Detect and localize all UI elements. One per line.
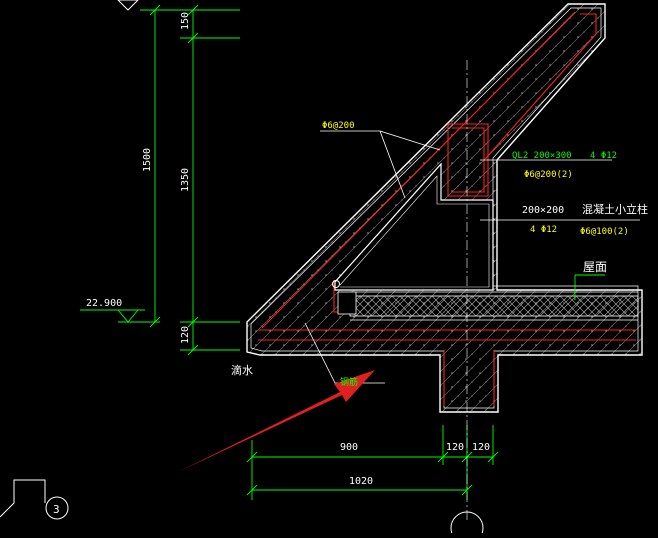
slope-stirrup-label: Φ6@200 (322, 121, 355, 131)
roof-label: 屋面 (583, 260, 607, 274)
beam-name-label: QL2 200×300 (512, 151, 572, 161)
roof-insulation (349, 295, 639, 317)
text-labels: 150 1350 1500 120 22.900 900 120 120 102… (53, 12, 648, 516)
dim-1020: 1020 (349, 476, 373, 487)
drip-hook-detail (332, 280, 357, 315)
rebar-layer (258, 11, 636, 406)
void-under-slope (334, 162, 494, 291)
drip-label: 滴水 (231, 363, 253, 377)
dim-120-right: 120 (472, 442, 490, 453)
void-inner-edge (339, 175, 490, 288)
column-name-label: 混凝土小立柱 (582, 202, 648, 216)
axis-bubble (450, 511, 484, 538)
bottom-rebar-label: 钢筋 (340, 376, 358, 388)
beam-stirrup-label: Φ6@200(2) (524, 170, 573, 180)
column-size-label: 200×200 (522, 205, 564, 216)
dim-1500: 1500 (142, 148, 153, 172)
dim-120-vertical: 120 (180, 326, 191, 344)
detail-callout (0, 479, 484, 538)
dim-1350: 1350 (180, 168, 191, 192)
column-stirrup-label: Φ6@100(2) (580, 227, 629, 237)
dim-120-left: 120 (446, 442, 464, 453)
beam-top-bars-label: 4 Φ12 (590, 151, 617, 161)
red-arrow-annotation (178, 370, 375, 472)
column-rebar (443, 350, 495, 406)
beam-stirrup (447, 123, 489, 197)
leader-lines (304, 130, 640, 384)
slope-bottom-rebar (261, 11, 576, 329)
detail-number-circle (45, 496, 69, 520)
elevation-label: 22.900 (86, 298, 122, 309)
dim-150: 150 (180, 12, 191, 30)
dim-900: 900 (340, 442, 358, 453)
slope-top-rebar (485, 13, 597, 159)
level-marker (117, 0, 139, 11)
column-bars-label: 4 Φ12 (530, 225, 557, 235)
detail-number: 3 (53, 503, 60, 516)
